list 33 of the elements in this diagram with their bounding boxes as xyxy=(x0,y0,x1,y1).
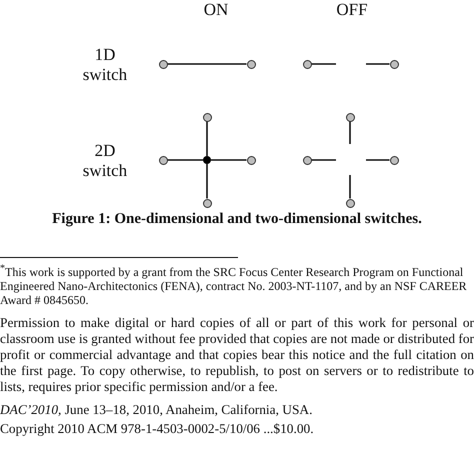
terminal-circle xyxy=(302,60,312,68)
connector-line xyxy=(168,159,203,161)
connector-line xyxy=(312,159,336,161)
connector-line xyxy=(206,164,208,198)
terminal-circle xyxy=(158,156,168,164)
conference-note: DAC’2010, June 13–18, 2010, Anaheim, California, USA. xyxy=(0,402,314,418)
row-label: 1D switch xyxy=(82,45,128,84)
footnote-text: $^{*}$This work is supported by a grant from the SRC Focus Center Research Program on Functional Engineered Nano-Architectonics (FENA), contract No. 2003-NT-1107, and by an NSF CAREER Award # 0845650. xyxy=(0,263,468,308)
copyright-note: Copyright 2010 ACM 978-1-4503-0002-5/10/06 ...$10.00. xyxy=(0,421,315,436)
junction-dot xyxy=(203,156,211,164)
terminal-circle xyxy=(158,60,168,68)
connector-line xyxy=(366,159,390,161)
column-heading: ON xyxy=(202,0,230,20)
column-heading: OFF xyxy=(335,0,369,20)
terminal-circle xyxy=(246,156,256,164)
connector-line xyxy=(312,63,336,65)
terminal-circle xyxy=(346,112,354,122)
connector-line xyxy=(211,159,246,161)
permission-notice: Permission to make digital or hard copies of all or part of this work for personal or classroom use is granted without fee provided that copies are not made or distributed for profit or commercial advantage and that copies bear this notice and the full citation on the first page. To copy otherwise, to republish, to post on servers or to redistribute to lists, requires prior specific permission and/or a fee. xyxy=(0,315,474,396)
connector-line xyxy=(349,175,351,198)
terminal-circle xyxy=(246,60,256,68)
row-label: 2D switch xyxy=(82,141,128,180)
terminal-circle xyxy=(390,60,398,68)
terminal-circle xyxy=(390,156,398,164)
figure-caption: Figure 1: One-dimensional and two-dimensional switches. xyxy=(51,211,423,228)
connector-line xyxy=(206,122,208,156)
terminal-circle xyxy=(202,112,212,122)
connector-line xyxy=(168,63,246,65)
connector-line xyxy=(349,122,351,144)
terminal-circle xyxy=(346,198,354,208)
connector-line xyxy=(366,63,390,65)
terminal-circle xyxy=(202,198,212,208)
terminal-circle xyxy=(302,156,312,164)
